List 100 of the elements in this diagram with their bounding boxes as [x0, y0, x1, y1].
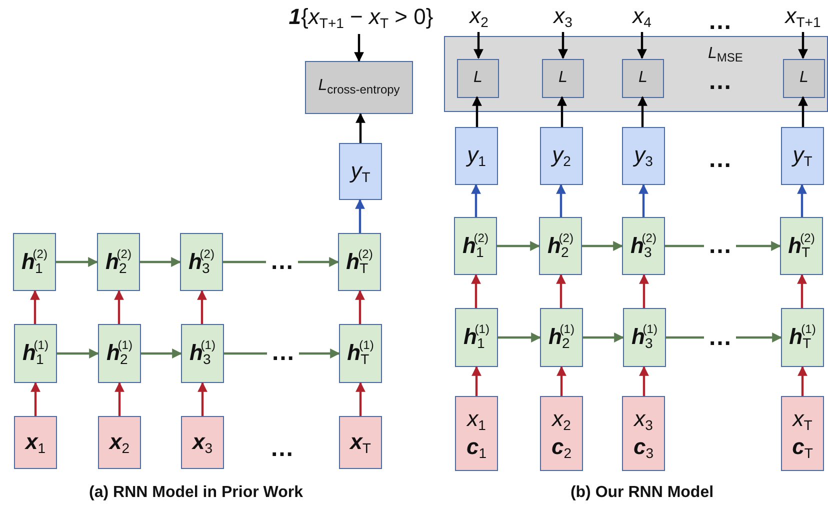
math-symbol: L$_{MSE}$	[708, 45, 743, 66]
math-symbol: x$_{3}$	[192, 428, 213, 456]
input-box	[14, 416, 57, 469]
math-symbol: x$_{T+1}$	[785, 3, 821, 31]
arrow	[356, 113, 366, 143]
arrow	[30, 382, 40, 416]
loss-box	[305, 61, 413, 114]
math-symbol: y$_{3}$	[634, 142, 653, 170]
math-symbol: x$_{4}$	[632, 3, 652, 31]
ellipsis: …	[707, 70, 733, 94]
output-box	[781, 127, 824, 185]
input-box	[781, 396, 824, 471]
hidden-state-box	[780, 217, 823, 275]
arrow	[198, 382, 208, 416]
math-symbol: y$_{T}$	[792, 142, 812, 170]
hidden-state-box	[14, 324, 57, 383]
hidden-state-box	[540, 308, 583, 367]
arrow	[665, 241, 781, 251]
math-symbol: x$_{2}$	[470, 3, 488, 31]
arrow	[114, 290, 124, 324]
math-symbol: L$_{cross-entropy}$	[318, 77, 400, 98]
math-symbol: x$_{2}$	[552, 406, 571, 434]
math-symbol: L	[474, 69, 482, 88]
math-symbol: y$_{T}$	[350, 158, 370, 186]
input-box	[181, 416, 224, 469]
loss-box	[783, 59, 825, 98]
arrow	[639, 366, 649, 396]
input-box	[455, 396, 498, 471]
caption: (a) RNN Model in Prior Work	[89, 484, 303, 502]
arrow	[797, 184, 807, 217]
arrow	[556, 274, 566, 308]
arrow	[666, 332, 782, 342]
math-symbol: x$_{1}$	[25, 428, 46, 456]
math-symbol: L	[558, 69, 568, 88]
math-symbol: c$_{3}$	[633, 434, 654, 461]
arrow	[472, 96, 482, 127]
arrow	[471, 274, 481, 308]
arrow	[639, 274, 649, 308]
arrow	[355, 199, 365, 233]
arrow	[141, 348, 182, 358]
arrow	[637, 32, 647, 59]
math-symbol: x$_{2}$	[109, 428, 130, 456]
loss-box	[542, 59, 584, 98]
output-box	[339, 143, 382, 200]
math-symbol: L	[800, 69, 808, 88]
arrow	[223, 257, 339, 267]
arrow	[583, 332, 624, 342]
math-symbol: y$_{1}$	[467, 142, 486, 170]
math-symbol: x$_{3}$	[634, 406, 653, 434]
hidden-state-box	[454, 217, 497, 275]
arrow	[797, 274, 807, 308]
arrow	[638, 184, 648, 217]
hidden-state-box	[13, 233, 56, 291]
arrow	[471, 184, 481, 217]
arrow	[356, 382, 366, 416]
loss-box	[457, 59, 499, 98]
arrow	[798, 366, 808, 396]
ellipsis: …	[707, 10, 733, 34]
hidden-state-box	[781, 308, 824, 367]
arrow	[582, 241, 623, 251]
hidden-state-box	[98, 324, 141, 383]
arrow	[30, 290, 40, 324]
hidden-state-box	[180, 233, 223, 291]
output-box	[455, 127, 498, 185]
arrow	[474, 32, 484, 59]
arrow	[140, 257, 181, 267]
input-box	[98, 416, 141, 469]
math-symbol: L	[638, 69, 648, 88]
math-symbol: x$_{T}$	[792, 406, 812, 434]
output-box	[540, 127, 583, 185]
arrow	[498, 332, 541, 342]
arrow	[798, 96, 808, 127]
arrow	[472, 366, 482, 396]
input-box	[339, 416, 382, 469]
arrow	[556, 184, 566, 217]
math-symbol: y$_{2}$	[552, 142, 571, 170]
arrow	[638, 96, 648, 127]
hidden-state-box	[455, 308, 498, 367]
arrow	[354, 34, 364, 62]
loss-band	[444, 36, 828, 112]
arrow	[57, 348, 99, 358]
math-symbol: c$_{1}$	[466, 434, 487, 461]
loss-box	[622, 59, 664, 98]
hidden-state-box	[338, 233, 381, 291]
hidden-state-box	[339, 324, 382, 383]
hidden-state-box	[539, 217, 582, 275]
arrow	[558, 32, 568, 59]
ellipsis: …	[269, 437, 295, 461]
math-symbol: c$_{T}$	[792, 434, 813, 461]
math-symbol: x$_{1}$	[467, 406, 486, 434]
math-symbol: 1{x$_{T+1}$ − x$_{T}$ > 0}	[288, 4, 434, 32]
ellipsis: …	[707, 148, 733, 172]
arrow	[197, 290, 207, 324]
caption: (b) Our RNN Model	[570, 484, 714, 502]
hidden-state-box	[623, 308, 666, 367]
math-symbol: x$_{3}$	[554, 3, 572, 31]
arrow	[114, 382, 124, 416]
hidden-state-box	[622, 217, 665, 275]
arrow	[224, 348, 340, 358]
arrow	[557, 96, 567, 127]
